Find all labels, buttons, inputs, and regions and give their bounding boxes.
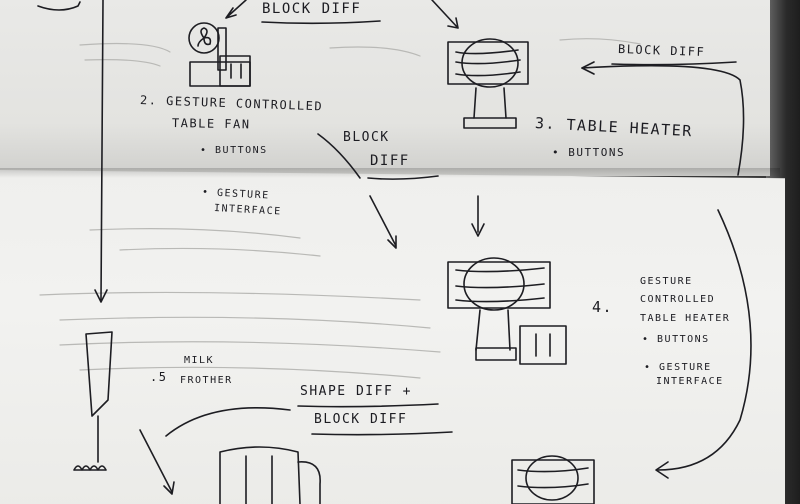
arrow-into-fan [225, 0, 247, 19]
block-diff-mid-line1: BLOCK [343, 130, 390, 145]
item4-line-gesture: GESTURE [640, 276, 693, 287]
item4-line-table-heater: TABLE HEATER [640, 313, 731, 324]
block-diff-right-underline [611, 61, 737, 66]
bottom-heater-sketch [511, 455, 595, 504]
left-long-arrow-line [100, 0, 104, 301]
shape-diff-line2: BLOCK DIFF [314, 412, 408, 427]
heater-down-arrow-head [471, 223, 485, 237]
top-left-scribble [37, 1, 81, 11]
item4-bullet-buttons: • BUTTONS [642, 334, 710, 345]
shape-diff-line1: SHAPE DIFF + [300, 384, 412, 399]
item4-line-controlled: CONTROLLED [640, 294, 716, 305]
item3-bullet-buttons: • BUTTONS [552, 146, 626, 159]
arrow-block-to-heater [369, 195, 397, 249]
item2-bullet-buttons: • BUTTONS [200, 145, 268, 156]
item4-bullet-gesture: • GESTURE [644, 362, 712, 373]
arrow-into-heater [431, 0, 459, 29]
table-fan-sketch [188, 22, 251, 87]
block-diff-top-underline [261, 20, 381, 25]
arrow-frother-to-mug [139, 429, 175, 495]
shape-diff-underline-2 [311, 431, 453, 436]
upper-page [0, 0, 770, 176]
block-diff-top-label: BLOCK DIFF [262, 1, 362, 17]
item5-line-frother: FROTHER [180, 375, 233, 386]
block-diff-mid-line2: DIFF [370, 153, 410, 169]
block-diff-right-curve [581, 64, 745, 176]
item5-line-milk: MILK [184, 355, 215, 366]
block-diff-right-arrowhead [581, 61, 595, 75]
mug-sketch [219, 446, 321, 504]
left-long-arrow-head [94, 289, 108, 303]
item5-number: .5 [150, 370, 168, 384]
right-long-curve-arrow [657, 209, 752, 471]
gesture-heater-sketch [447, 257, 567, 365]
item2-subtitle: TABLE FAN [171, 116, 251, 132]
milk-frother-sketch [73, 331, 113, 471]
block-diff-right-label: BLOCK DIFF [617, 42, 706, 60]
right-long-curve-arrowhead [655, 461, 669, 479]
bleed-through-marks [39, 38, 641, 379]
shape-diff-underline-1 [297, 403, 439, 408]
item4-bullet-interface: INTERFACE [656, 376, 724, 387]
arrow-fan-to-heater [317, 133, 361, 179]
page-fold-shadow [0, 168, 780, 178]
shape-diff-curve [165, 407, 291, 437]
block-diff-mid-underline [367, 175, 439, 180]
item4-number: 4. [592, 298, 614, 316]
table-heater-sketch [447, 38, 529, 129]
